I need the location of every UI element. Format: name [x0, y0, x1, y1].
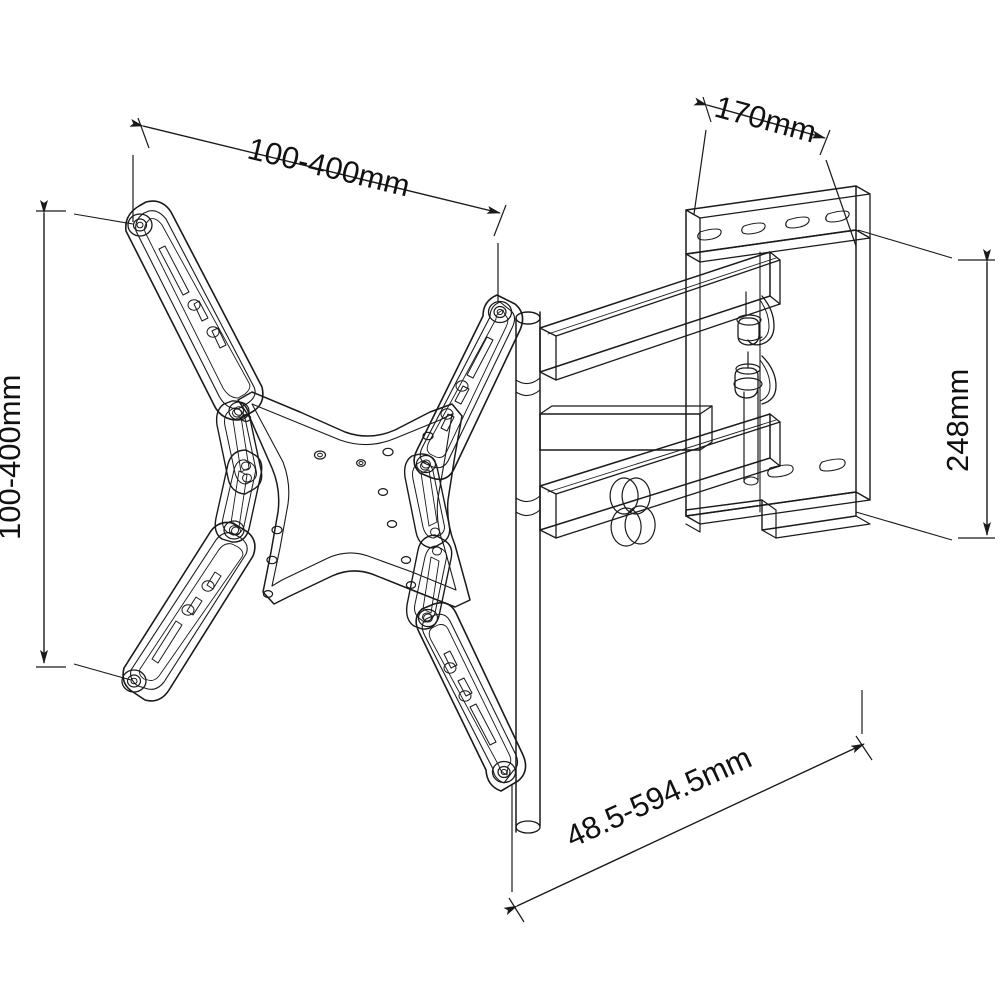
extension-arm-upper-right: [403, 294, 524, 549]
dimension-label-vesa-horizontal: 100-400mm: [244, 131, 413, 204]
dimension-label-plate-depth: 170mm: [711, 89, 820, 150]
extension-arm-lower-left: [121, 449, 263, 702]
vesa-center-plate: [237, 391, 471, 608]
dimension-label-wallplate-height: 248mm: [940, 369, 975, 472]
pivot-post: [515, 311, 541, 834]
dimension-wallplate-height: [855, 229, 995, 541]
dimension-extension-range: [503, 690, 873, 923]
tilt-adjustment-bolt-lower: [733, 351, 777, 486]
dimension-label-vesa-vertical: 100-400mm: [0, 375, 27, 540]
extension-arm-lower-right: [405, 534, 527, 792]
articulating-arm-upper: [539, 251, 781, 381]
dimension-vesa-horizontal: [129, 117, 507, 302]
wall-mounting-plate: [685, 185, 871, 539]
tilt-adjustment-bolt-upper: [736, 291, 775, 346]
dimension-label-extension-range: 48.5-594.5mm: [560, 740, 756, 855]
dimension-plate-depth: [693, 96, 857, 247]
dimension-vesa-vertical: [36, 200, 134, 681]
